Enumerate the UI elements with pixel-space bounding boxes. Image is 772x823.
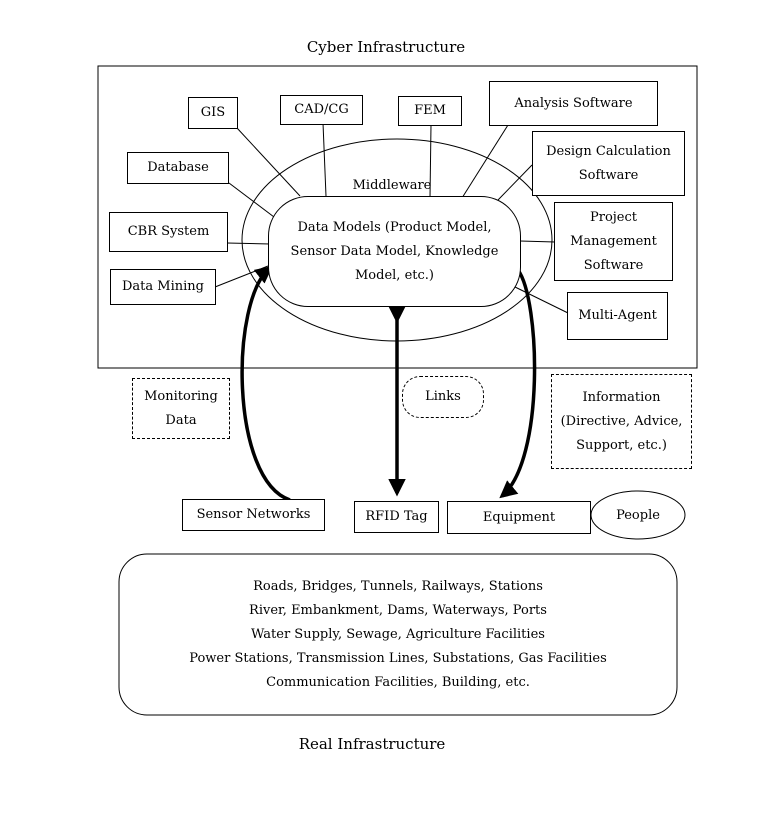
cbr-system-box: CBR System bbox=[109, 212, 228, 252]
real-infrastructure-list: Roads, Bridges, Tunnels, Railways, Stati… bbox=[119, 575, 677, 695]
project-management-box: Project Management Software bbox=[554, 202, 673, 281]
rfid-tag-box: RFID Tag bbox=[354, 501, 439, 533]
data-models-box: Data Models (Product Model, Sensor Data … bbox=[268, 196, 521, 307]
multi-agent-box: Multi-Agent bbox=[567, 292, 668, 340]
project-management-line-1: Project bbox=[589, 209, 638, 225]
monitoring-data-line-2: Data bbox=[165, 412, 197, 428]
monitoring-data-arrow bbox=[240, 265, 291, 502]
real-infrastructure-frame bbox=[118, 553, 678, 716]
analysis-software-box: Analysis Software bbox=[489, 81, 658, 126]
fem-box: FEM bbox=[398, 96, 462, 126]
real-item: Roads, Bridges, Tunnels, Railways, Stati… bbox=[253, 579, 543, 594]
information-label: Information (Directive, Advice, Support,… bbox=[551, 374, 692, 469]
monitoring-data-label: Monitoring Data bbox=[132, 378, 230, 439]
real-infrastructure-title: Real Infrastructure bbox=[298, 735, 446, 753]
middleware-label: Middleware bbox=[352, 178, 432, 193]
project-management-line-3: Software bbox=[583, 257, 644, 273]
links-label: Links bbox=[402, 376, 484, 418]
real-item: River, Embankment, Dams, Waterways, Port… bbox=[249, 603, 547, 618]
module-connector-lines bbox=[214, 122, 569, 314]
information-line-1: Information bbox=[582, 389, 661, 405]
real-item: Communication Facilities, Building, etc. bbox=[266, 675, 530, 690]
equipment-box: Equipment bbox=[447, 501, 591, 534]
cad-cg-box: CAD/CG bbox=[280, 95, 363, 125]
gis-box: GIS bbox=[188, 97, 238, 129]
real-item: Power Stations, Transmission Lines, Subs… bbox=[189, 651, 607, 666]
database-box: Database bbox=[127, 152, 229, 184]
design-calculation-line-2: Software bbox=[578, 167, 639, 183]
people-label: People bbox=[616, 508, 660, 523]
information-arrow bbox=[499, 268, 537, 499]
information-line-2: (Directive, Advice, bbox=[560, 413, 683, 429]
data-models-line-3: Model, etc.) bbox=[355, 267, 434, 283]
data-models-line-2: Sensor Data Model, Knowledge bbox=[290, 243, 499, 259]
project-management-line-2: Management bbox=[570, 233, 657, 249]
real-item: Water Supply, Sewage, Agriculture Facili… bbox=[251, 627, 545, 642]
data-models-line-1: Data Models (Product Model, bbox=[297, 219, 492, 235]
monitoring-data-line-1: Monitoring bbox=[144, 388, 218, 404]
sensor-networks-box: Sensor Networks bbox=[182, 499, 325, 531]
information-line-3: Support, etc.) bbox=[576, 437, 667, 453]
data-mining-box: Data Mining bbox=[110, 269, 216, 305]
people-ellipse bbox=[590, 490, 686, 540]
design-calculation-box: Design Calculation Software bbox=[532, 131, 685, 196]
cyber-infrastructure-title: Cyber Infrastructure bbox=[306, 38, 466, 56]
design-calculation-line-1: Design Calculation bbox=[546, 143, 671, 159]
